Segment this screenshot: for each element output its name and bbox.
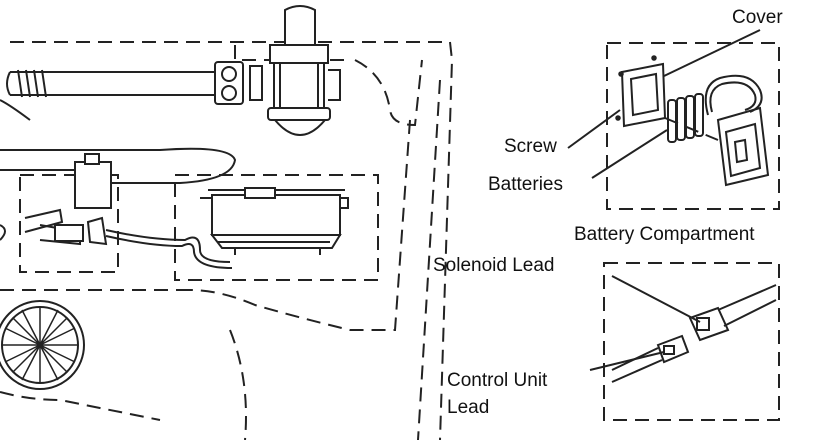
housing-curve-lower xyxy=(189,119,411,331)
battery-compartment-inset xyxy=(606,42,780,210)
leader-control-unit-lead xyxy=(589,351,665,371)
label-control-unit-lead-line2: Lead xyxy=(447,397,490,418)
control-unit-box xyxy=(174,174,379,281)
label-batteries: Batteries xyxy=(488,174,563,195)
battery-cells xyxy=(667,93,704,143)
housing-outline-bottom xyxy=(229,329,247,440)
sensor-fitting xyxy=(24,153,112,246)
control-unit-connector xyxy=(611,334,690,383)
leader-screw xyxy=(567,109,621,149)
tubing-outer xyxy=(0,147,237,184)
coupling-spacer xyxy=(249,65,263,101)
label-cover: Cover xyxy=(732,7,783,28)
connector-inset xyxy=(603,262,780,421)
housing-curve-right xyxy=(354,59,423,127)
label-screw: Screw xyxy=(504,136,557,157)
housing-outline-top xyxy=(10,41,454,440)
pipe-left-cap xyxy=(6,71,11,96)
label-control-unit-lead-line1: Control Unit xyxy=(447,370,548,391)
battery-inset-box xyxy=(606,42,780,210)
solenoid-connector xyxy=(688,284,777,342)
drain-grate xyxy=(0,300,85,390)
label-solenoid-lead: Solenoid Lead xyxy=(433,255,555,276)
coupling-left xyxy=(214,61,244,105)
leader-solenoid-lead xyxy=(611,275,701,323)
connector-inset-box xyxy=(603,262,780,421)
cover-plate xyxy=(620,62,667,128)
solenoid-valve xyxy=(267,5,341,136)
sensor-box xyxy=(19,174,119,273)
pipe-threads xyxy=(17,69,47,98)
leader-cover xyxy=(663,29,761,77)
housing-outline-far-right xyxy=(417,79,441,440)
label-battery-compartment: Battery Compartment xyxy=(574,224,755,245)
control-unit xyxy=(200,187,349,255)
control-wire xyxy=(105,229,231,263)
leader-batteries xyxy=(591,129,668,179)
battery-holder xyxy=(704,74,770,187)
main-assembly xyxy=(0,5,454,440)
